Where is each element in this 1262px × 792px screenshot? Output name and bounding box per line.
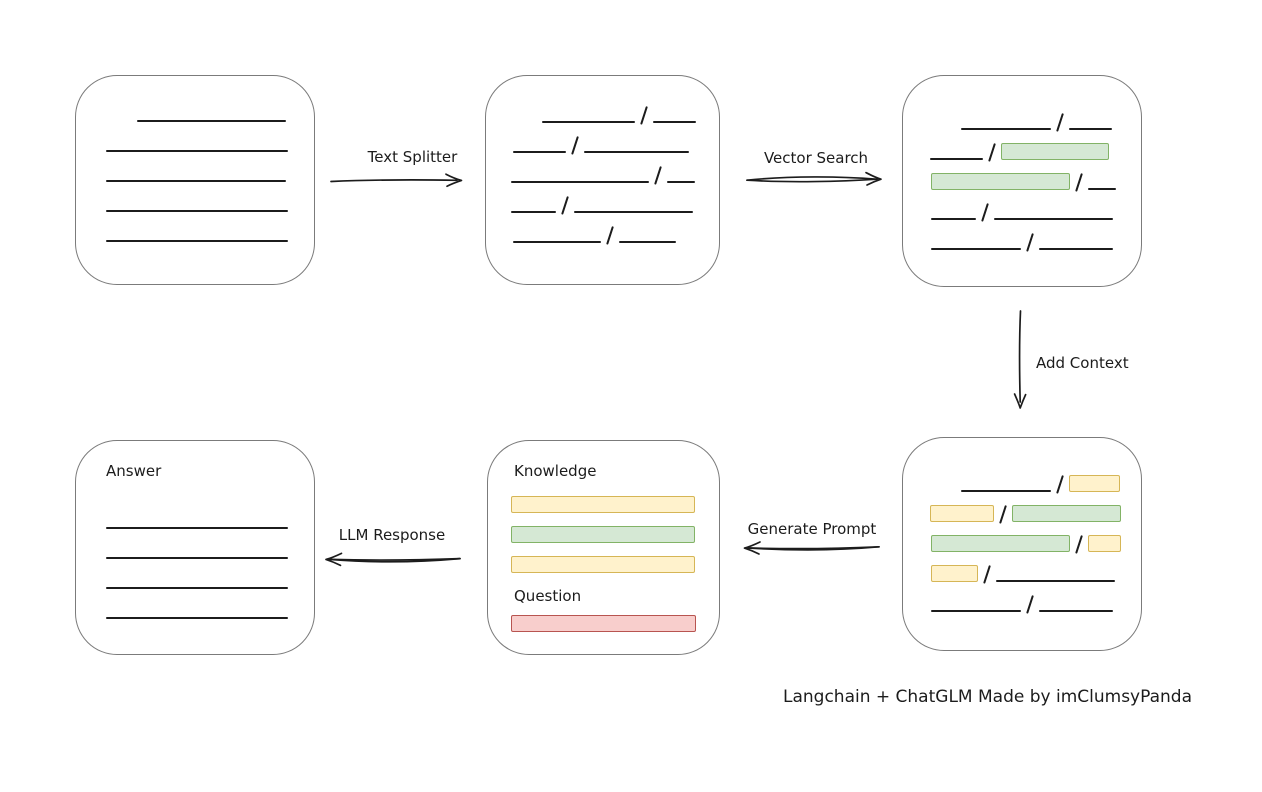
vector-search-label: Vector Search: [763, 149, 869, 167]
text-line: [1088, 188, 1117, 190]
text-line: [574, 211, 694, 213]
llm-response-label: LLM Response: [338, 526, 446, 544]
chunk-row: [931, 522, 1141, 554]
chunk-row: [931, 220, 1141, 252]
text-line: [1039, 610, 1114, 612]
yellow-chunk: [930, 505, 994, 522]
text-line: [511, 211, 556, 213]
source-document-lines: [76, 76, 314, 242]
chunk-row: [137, 92, 314, 122]
chunk-row: [106, 212, 314, 242]
source-document-box: [75, 75, 315, 285]
add-context-label: Add Context: [1036, 354, 1129, 372]
answer-lines: [76, 499, 314, 619]
context-lines: [903, 438, 1141, 614]
prompt-content: Knowledge Question: [488, 441, 719, 645]
chunk-row: [930, 492, 1141, 524]
chunk-row: [511, 153, 719, 185]
chunked-text-box: [485, 75, 720, 285]
chunk-row: [931, 190, 1141, 222]
yellow-chunk: [1069, 475, 1121, 492]
generate-prompt-arrow-icon: [743, 541, 880, 555]
text-line: [619, 241, 677, 243]
green-bar: [511, 526, 695, 543]
chunk-row: [931, 582, 1141, 614]
chunk-row: [106, 122, 314, 152]
question-label: Question: [514, 587, 582, 605]
text-line: [106, 617, 288, 619]
generate-prompt-label: Generate Prompt: [747, 520, 877, 538]
chunk-row: [513, 213, 719, 245]
yellow-chunk: [931, 565, 978, 582]
green-chunk: [1001, 143, 1110, 160]
context-box: [902, 437, 1142, 651]
yellow-chunk: [1088, 535, 1122, 552]
yellow-bar: [511, 496, 695, 513]
chunked-text-lines: [486, 76, 719, 245]
text-line: [994, 218, 1114, 220]
text-splitter-arrow-icon: [330, 173, 463, 188]
chunk-row: [106, 589, 314, 619]
diagram-caption: Langchain + ChatGLM Made by imClumsyPand…: [783, 687, 1192, 707]
text-splitter-label: Text Splitter: [367, 148, 458, 166]
chunk-row: [106, 559, 314, 589]
add-context-arrow-icon: [1013, 310, 1027, 409]
knowledge-label: Knowledge: [514, 462, 597, 480]
text-line: [584, 151, 690, 153]
question-bars: [511, 615, 719, 632]
text-line: [106, 557, 288, 559]
chunk-row: [930, 130, 1141, 162]
chunk-row: [106, 152, 314, 182]
text-line: [542, 121, 635, 123]
chunk-row: [106, 499, 314, 529]
text-line: [653, 121, 697, 123]
vector-search-arrow-icon: [746, 171, 882, 186]
text-line: [931, 248, 1021, 250]
chunk-row: [931, 160, 1141, 192]
answer-content: Answer: [76, 441, 314, 619]
text-line: [1069, 128, 1113, 130]
chunk-row: [511, 183, 719, 215]
chunk-row: [106, 182, 314, 212]
slash-separator: [1026, 233, 1035, 252]
slash-separator: [606, 226, 615, 245]
answer-box: Answer: [75, 440, 315, 655]
green-chunk: [931, 535, 1070, 552]
yellow-bar: [511, 556, 695, 573]
text-line: [961, 128, 1051, 130]
text-line: [1039, 248, 1114, 250]
text-line: [513, 241, 601, 243]
vector-search-result-lines: [903, 76, 1141, 252]
vector-search-result-box: [902, 75, 1142, 287]
knowledge-bars: [511, 496, 719, 573]
text-line: [961, 490, 1051, 492]
answer-label: Answer: [106, 462, 162, 480]
text-line: [513, 151, 566, 153]
slash-separator: [1026, 595, 1035, 614]
text-line: [931, 218, 976, 220]
chunk-row: [542, 93, 719, 125]
chunk-row: [961, 100, 1141, 132]
text-line: [106, 240, 288, 242]
text-line: [137, 120, 286, 122]
text-line: [930, 158, 983, 160]
green-chunk: [1012, 505, 1122, 522]
chunk-row: [931, 552, 1141, 584]
text-line: [106, 180, 286, 182]
text-line: [931, 610, 1021, 612]
text-line: [106, 150, 288, 152]
text-line: [106, 587, 288, 589]
green-chunk: [931, 173, 1070, 190]
red-bar: [511, 615, 696, 632]
llm-response-arrow-icon: [325, 552, 461, 567]
prompt-box: Knowledge Question: [487, 440, 720, 655]
text-line: [106, 527, 288, 529]
text-line: [996, 580, 1116, 582]
text-line: [511, 181, 649, 183]
chunk-row: [961, 462, 1141, 494]
text-line: [106, 210, 288, 212]
chunk-row: [106, 529, 314, 559]
chunk-row: [513, 123, 719, 155]
text-line: [667, 181, 696, 183]
